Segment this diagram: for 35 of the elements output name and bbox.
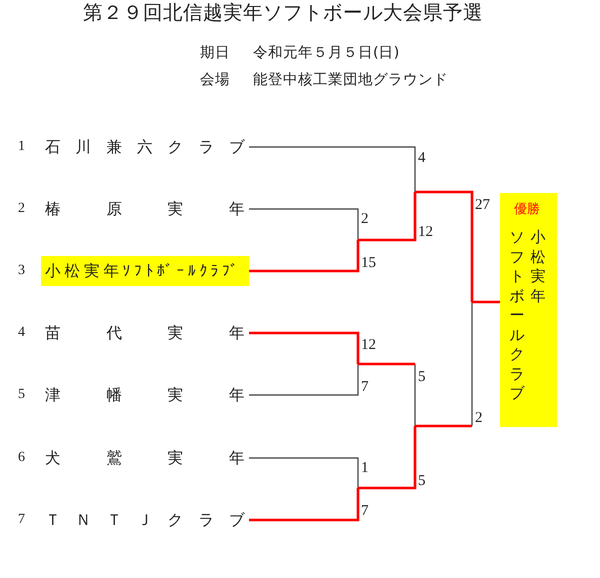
highlighted-team-name: 小松実年ｿﾌﾄﾎﾞｰﾙｸﾗﾌﾞ [41, 256, 249, 286]
team-name: 石川兼六クラブ [44, 137, 249, 158]
info-label: 期日 [200, 45, 230, 62]
score-number: 12 [418, 224, 433, 240]
page-title: 第２９回北信越実年ソフトボール大会県予選 [83, 3, 483, 25]
winner-heading: 優勝 [514, 202, 540, 217]
score-number: 27 [475, 197, 490, 213]
team-name: ＴＮＴＪクラブ [44, 510, 249, 531]
seed-number: 1 [18, 138, 25, 156]
seed-number: 5 [18, 386, 25, 404]
seed-number: 2 [18, 200, 25, 218]
score-number: 7 [361, 503, 368, 519]
team-name: 小松実年ソフトボールクラブ [509, 228, 546, 404]
info-value: 令和元年５月５日(日) [253, 45, 400, 62]
info-label: 会場 [200, 72, 230, 89]
info-value: 能登中核工業団地グラウンド [253, 72, 448, 89]
score-number: 2 [475, 410, 482, 426]
score-number: 1 [361, 460, 368, 476]
winner-panel [500, 193, 557, 427]
score-number: 2 [361, 211, 368, 227]
team-name: 椿原実年 [44, 199, 249, 220]
score-number: 5 [418, 473, 426, 489]
score-number: 15 [361, 255, 376, 271]
seed-number: 4 [18, 324, 25, 342]
score-number: 5 [418, 369, 426, 385]
seed-number: 6 [18, 449, 25, 467]
score-number: 4 [418, 150, 426, 166]
team-name: 苗代実年 [44, 323, 249, 344]
team-name: 津幡実年 [44, 385, 249, 406]
team-name: 犬鷲実年 [44, 448, 249, 469]
seed-number: 3 [18, 262, 25, 280]
score-number: 7 [361, 379, 368, 395]
seed-number: 7 [18, 511, 25, 529]
score-number: 12 [361, 337, 376, 353]
tournament-bracket [249, 146, 500, 522]
